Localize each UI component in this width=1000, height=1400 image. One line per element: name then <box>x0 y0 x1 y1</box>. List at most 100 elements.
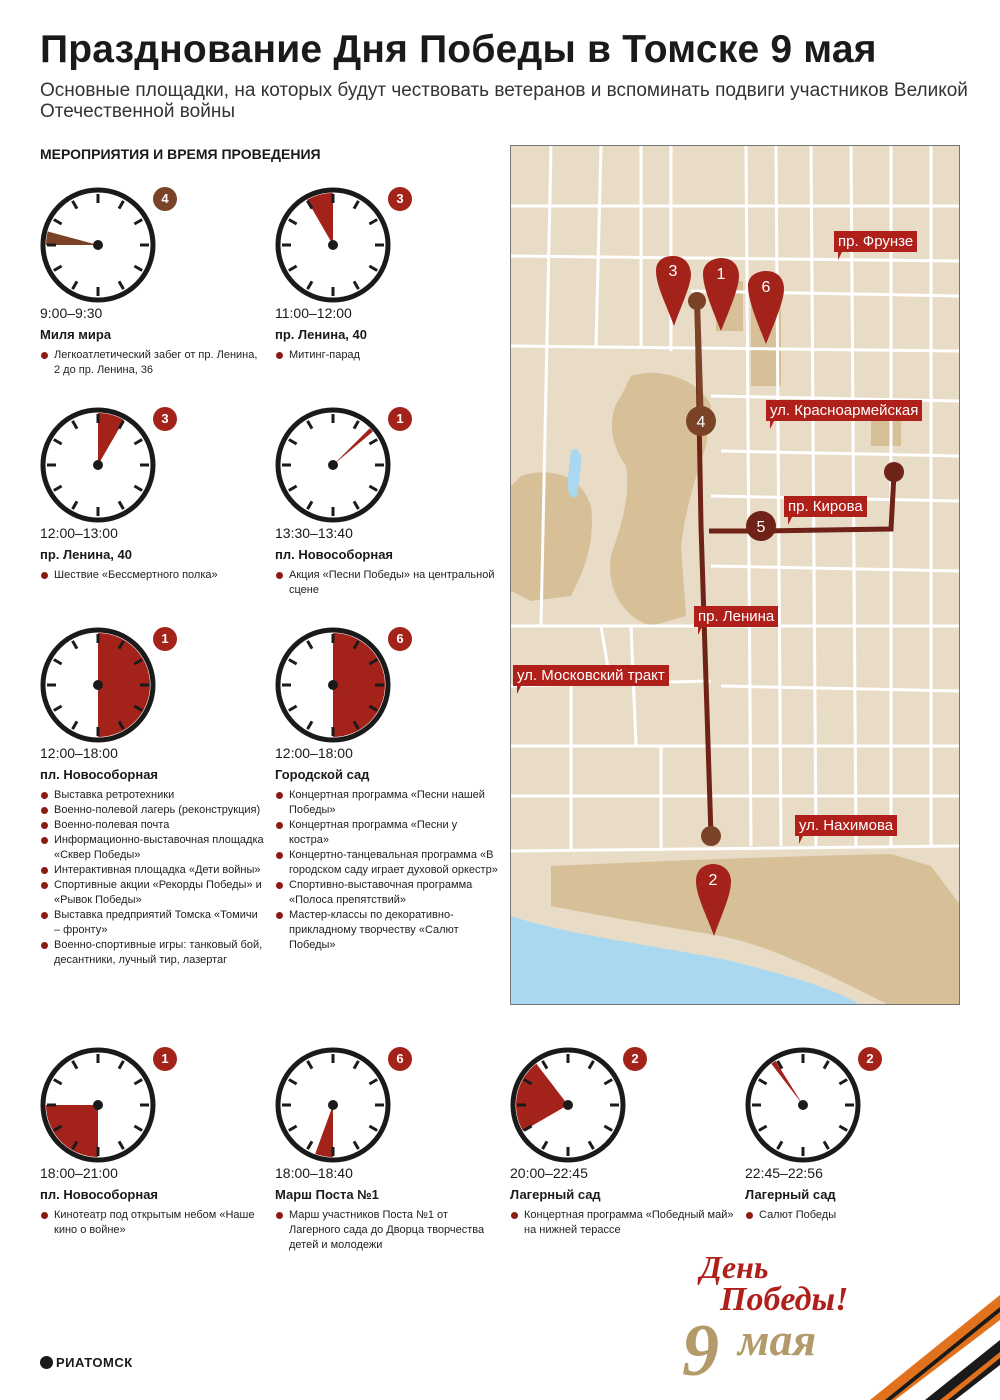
clock-tick <box>53 658 63 666</box>
list-item: Шествие «Бессмертного полка» <box>40 568 265 583</box>
clock-center <box>93 460 103 470</box>
event-time: 11:00–12:00 <box>275 305 352 321</box>
pin-label: 1 <box>717 266 726 283</box>
clock-tick <box>117 420 125 430</box>
map-canvas: 4 5 3 1 6 2 <box>511 146 959 1004</box>
clock-rim <box>40 627 156 743</box>
event-time: 20:00–22:45 <box>510 1165 588 1181</box>
clock-tick <box>71 720 79 730</box>
event-card: 2 22:45–22:56 Лагерный сад Салют Победы <box>745 1047 970 1221</box>
clock-tick <box>587 1140 595 1150</box>
event-items: Митинг-парад <box>275 348 500 363</box>
clock-time-wedge <box>46 1105 98 1157</box>
park-area <box>511 472 592 601</box>
clock-icon <box>745 1047 861 1163</box>
street-label: ул. Нахимова <box>795 815 898 844</box>
clock-tick <box>523 1078 533 1086</box>
ria-logo-text: РИАТОМСК <box>56 1355 133 1370</box>
clock-tick <box>603 1124 613 1132</box>
clock-tick <box>838 1124 848 1132</box>
clock-tick <box>288 658 298 666</box>
street-label: ул. Московский тракт <box>513 665 669 694</box>
clock-tick <box>822 1060 830 1070</box>
clock-tick <box>288 438 298 446</box>
clock-icon <box>510 1047 626 1163</box>
clock-rim <box>40 1047 156 1163</box>
event-time: 12:00–18:00 <box>275 745 353 761</box>
route-marker-label: 4 <box>697 414 706 431</box>
route-map[interactable]: 4 5 3 1 6 2 пр. Фрунзе ул. Красноармейск… <box>510 145 960 1005</box>
list-item: Интерактивная площадка «Дети войны» <box>40 863 265 878</box>
event-items: Легкоатлетический забег от пр. Ленина, 2… <box>40 348 265 378</box>
clock-tick <box>133 484 143 492</box>
page-subtitle: Основные площадки, на которых будут чест… <box>40 80 968 122</box>
clock-icon <box>275 627 391 743</box>
clock-tick <box>133 658 143 666</box>
clock-tick <box>352 500 360 510</box>
route-mile-of-peace <box>694 300 704 427</box>
clock-tick <box>368 264 378 272</box>
route-marker-label: 5 <box>757 519 766 536</box>
route-marker-4: 4 <box>686 406 716 436</box>
event-items: Кинотеатр под открытым небом «Наше кино … <box>40 1208 265 1238</box>
clock-tick <box>306 1140 314 1150</box>
street-label: ул. Красноармейская <box>766 400 923 429</box>
clock-center <box>798 1100 808 1110</box>
clock-tick <box>53 218 63 226</box>
clock-center <box>328 460 338 470</box>
park-area <box>610 372 711 626</box>
river-tom <box>511 916 859 1004</box>
clock-tick <box>53 1078 63 1086</box>
clock-time-wedge <box>98 633 150 737</box>
clock-tick <box>368 1124 378 1132</box>
clock-rim <box>275 187 391 303</box>
clock-time-wedge <box>307 193 333 245</box>
clock-tick <box>288 704 298 712</box>
victory-number: 9 <box>682 1310 719 1392</box>
event-card: 1 12:00–18:00 пл. Новособорная Выставка … <box>40 627 265 966</box>
clock-tick <box>758 1078 768 1086</box>
map-pin-3: 3 <box>656 256 691 326</box>
clock-tick <box>352 640 360 650</box>
clock-tick <box>71 200 79 210</box>
st-george-ribbon-icon <box>870 1295 1000 1400</box>
clock-icon <box>40 1047 156 1163</box>
event-card: 6 18:00–18:40 Марш Поста №1 Марш участни… <box>275 1047 500 1251</box>
clock-tick <box>71 1060 79 1070</box>
clock-tick <box>352 280 360 290</box>
location-badge: 6 <box>388 1047 412 1071</box>
pin-label: 3 <box>669 263 678 280</box>
event-card: 2 20:00–22:45 Лагерный сад Концертная пр… <box>510 1047 735 1236</box>
clock-rim <box>510 1047 626 1163</box>
clock-icon <box>275 407 391 523</box>
clock-center <box>93 240 103 250</box>
clock-rim <box>275 627 391 743</box>
clock-tick <box>71 280 79 290</box>
clock-tick <box>53 438 63 446</box>
location-badge: 1 <box>153 1047 177 1071</box>
page-title: Празднование Дня Победы в Томске 9 мая <box>40 28 877 71</box>
list-item: Военно-полевой лагерь (реконструкция) <box>40 803 265 818</box>
list-item: Акция «Песни Победы» на центральной сцен… <box>275 568 500 598</box>
ria-logo-icon <box>40 1356 53 1369</box>
event-items: Салют Победы <box>745 1208 970 1223</box>
location-badge: 4 <box>153 187 177 211</box>
pond <box>567 449 582 498</box>
clock-center <box>328 1100 338 1110</box>
clock-center <box>328 680 338 690</box>
event-card: 3 12:00–13:00 пр. Ленина, 40 Шествие «Бе… <box>40 407 265 581</box>
event-place: Марш Поста №1 <box>275 1187 379 1202</box>
clock-time-wedge <box>771 1060 803 1105</box>
clock-time-wedge <box>46 231 98 245</box>
event-items: Выставка ретротехники Военно-полевой лаг… <box>40 788 265 968</box>
clock-tick <box>368 484 378 492</box>
clock-tick <box>758 1124 768 1132</box>
event-place: Лагерный сад <box>510 1187 601 1202</box>
clock-time-wedge <box>315 1105 333 1157</box>
clock-tick <box>541 1140 549 1150</box>
list-item: Марш участников Поста №1 от Лагерного са… <box>275 1208 500 1253</box>
event-time: 13:30–13:40 <box>275 525 353 541</box>
clock-center <box>93 1100 103 1110</box>
list-item: Салют Победы <box>745 1208 970 1223</box>
event-time: 12:00–18:00 <box>40 745 118 761</box>
